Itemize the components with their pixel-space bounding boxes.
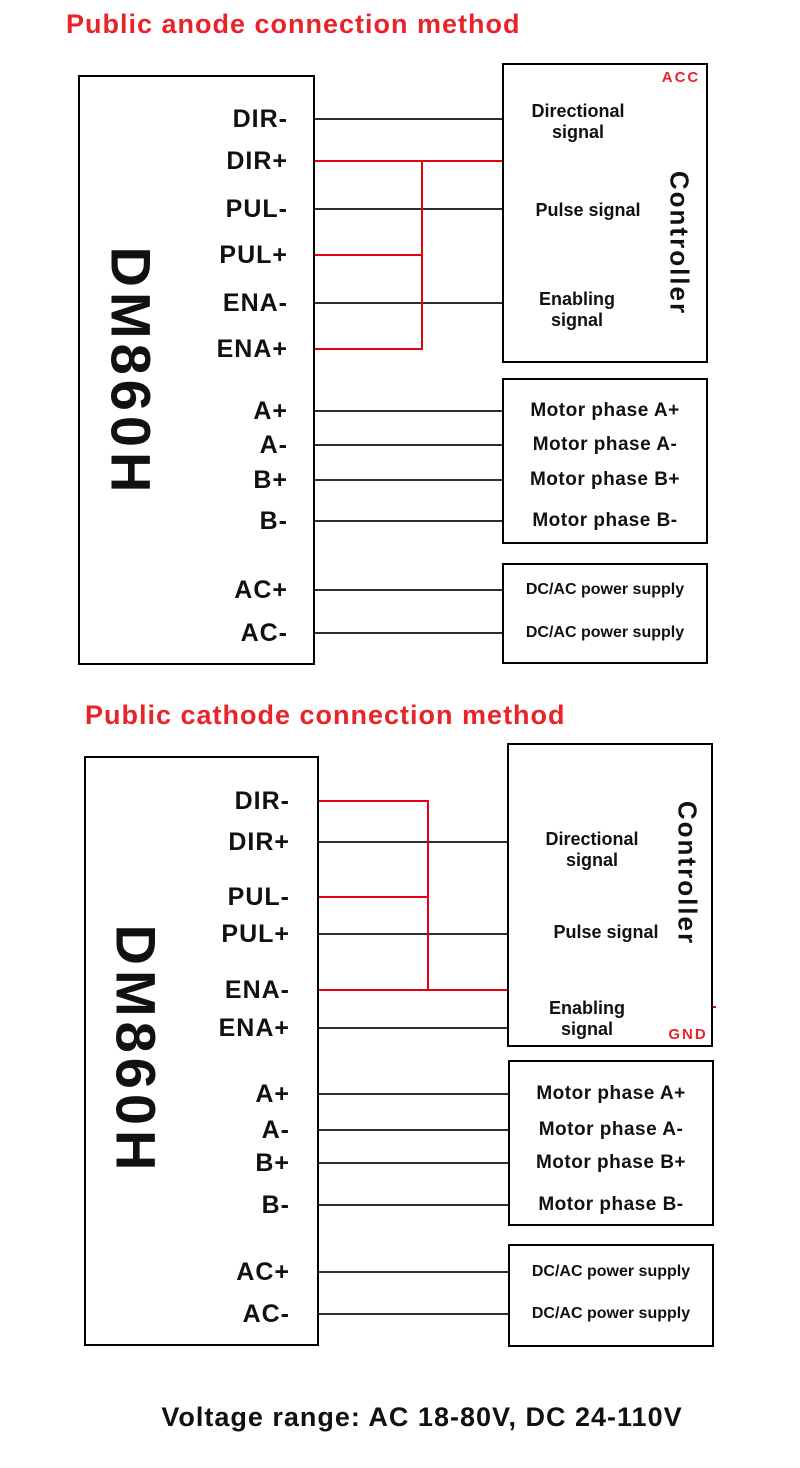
anode-pin-ac-plus: AC+ — [234, 576, 288, 604]
cathode-motor-b-plus: Motor phase B+ — [535, 1152, 687, 1173]
anode-driver-name: DM860H — [99, 246, 163, 498]
cathode-pin-a-minus: A- — [261, 1116, 290, 1144]
anode-motor-box — [502, 378, 708, 544]
cathode-wire-pul-minus — [319, 896, 428, 898]
cathode-pin-dir-plus: DIR+ — [228, 828, 290, 856]
cathode-gnd-label: GND — [668, 1026, 708, 1043]
anode-pin-pul-minus: PUL- — [225, 195, 288, 223]
anode-wire-b-minus — [315, 520, 507, 522]
anode-pin-a-plus: A+ — [253, 397, 288, 425]
cathode-wire-ena-plus — [319, 1027, 507, 1029]
anode-wire-common-vertical — [421, 160, 423, 350]
cathode-pin-pul-plus: PUL+ — [221, 920, 290, 948]
anode-motor-a-plus: Motor phase A+ — [530, 400, 680, 421]
cathode-pin-ac-plus: AC+ — [236, 1258, 290, 1286]
anode-pin-b-minus: B- — [259, 507, 288, 535]
cathode-wire-a-plus — [319, 1093, 509, 1095]
anode-wire-ena-plus — [315, 348, 422, 350]
cathode-driver-box — [84, 756, 319, 1346]
anode-title: Public anode connection method — [66, 9, 521, 39]
cathode-wire-ena-minus — [319, 989, 688, 991]
anode-wire-ac-plus — [315, 589, 507, 591]
cathode-pin-ac-minus: AC- — [242, 1300, 290, 1328]
cathode-pin-a-plus: A+ — [255, 1080, 290, 1108]
cathode-motor-box — [508, 1060, 714, 1226]
cathode-enabling-signal: Enabling signal — [549, 998, 625, 1039]
cathode-pulse-signal: Pulse signal — [553, 922, 659, 942]
cathode-pin-ena-minus: ENA- — [224, 976, 290, 1004]
anode-acc-label: ACC — [661, 69, 701, 86]
anode-wire-a-plus — [315, 410, 507, 412]
anode-pin-ena-plus: ENA+ — [216, 335, 288, 363]
anode-pin-b-plus: B+ — [253, 466, 288, 494]
cathode-motor-a-plus: Motor phase A+ — [536, 1083, 686, 1104]
cathode-controller-name: Controller — [672, 800, 703, 946]
voltage-range-note: Voltage range: AC 18-80V, DC 24-110V — [161, 1402, 683, 1432]
cathode-power-row-2: DC/AC power supply — [531, 1305, 691, 1322]
anode-pulse-signal: Pulse signal — [535, 200, 641, 220]
cathode-pin-dir-minus: DIR- — [234, 787, 290, 815]
cathode-wire-pul-plus — [319, 933, 507, 935]
cathode-directional-signal: Directional signal — [545, 829, 639, 870]
cathode-wire-b-minus — [319, 1204, 509, 1206]
anode-wire-a-minus — [315, 444, 507, 446]
cathode-title: Public cathode connection method — [85, 700, 566, 730]
anode-motor-b-minus: Motor phase B- — [532, 510, 678, 531]
anode-wire-ac-minus — [315, 632, 507, 634]
cathode-power-box — [508, 1244, 714, 1347]
cathode-pin-ena-plus: ENA+ — [218, 1014, 290, 1042]
anode-wire-pul-minus — [315, 208, 502, 210]
anode-pin-pul-plus: PUL+ — [219, 241, 288, 269]
cathode-wire-ac-plus — [319, 1271, 509, 1273]
anode-driver-box — [78, 75, 315, 665]
anode-wire-dir-minus — [315, 118, 502, 120]
anode-power-box — [502, 563, 708, 664]
anode-pin-dir-minus: DIR- — [232, 105, 288, 133]
anode-motor-b-plus: Motor phase B+ — [529, 469, 681, 490]
cathode-pin-b-plus: B+ — [255, 1149, 290, 1177]
anode-enabling-signal: Enabling signal — [539, 289, 615, 330]
anode-wire-dir-plus — [315, 160, 679, 162]
anode-pin-ena-minus: ENA- — [222, 289, 288, 317]
anode-pin-dir-plus: DIR+ — [226, 147, 288, 175]
cathode-motor-b-minus: Motor phase B- — [538, 1194, 684, 1215]
cathode-pin-b-minus: B- — [261, 1191, 290, 1219]
anode-motor-a-minus: Motor phase A- — [532, 434, 678, 455]
cathode-wire-ac-minus — [319, 1313, 509, 1315]
cathode-motor-a-minus: Motor phase A- — [538, 1119, 684, 1140]
anode-wire-ena-minus — [315, 302, 502, 304]
anode-wire-b-plus — [315, 479, 507, 481]
cathode-power-row-1: DC/AC power supply — [531, 1263, 691, 1280]
cathode-wire-a-minus — [319, 1129, 509, 1131]
cathode-controller-box — [507, 743, 713, 1047]
anode-directional-signal: Directional signal — [531, 101, 625, 142]
anode-pin-ac-minus: AC- — [240, 619, 288, 647]
anode-controller-box — [502, 63, 708, 363]
anode-pin-a-minus: A- — [259, 431, 288, 459]
anode-power-row-1: DC/AC power supply — [525, 581, 685, 598]
cathode-pin-pul-minus: PUL- — [227, 883, 290, 911]
cathode-wire-dir-minus — [319, 800, 428, 802]
anode-wire-pul-plus — [315, 254, 422, 256]
cathode-wire-b-plus — [319, 1162, 509, 1164]
cathode-wire-common-vertical — [427, 800, 429, 991]
anode-controller-name: Controller — [664, 170, 695, 316]
anode-power-row-2: DC/AC power supply — [525, 624, 685, 641]
cathode-wire-dir-plus — [319, 841, 507, 843]
